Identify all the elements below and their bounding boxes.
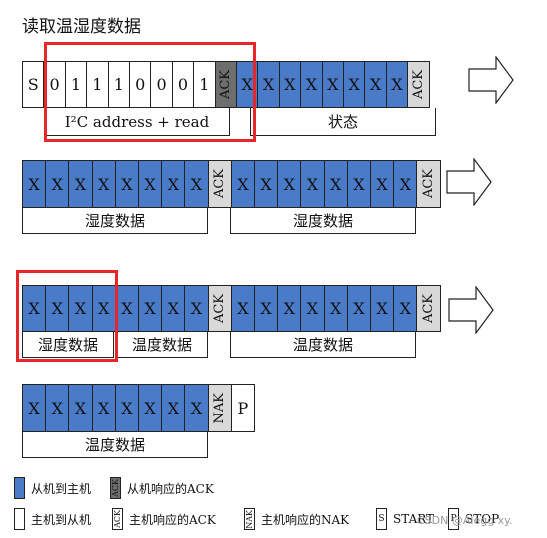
legend-slave-ack: ACK 从机响应的ACK [110,477,214,499]
data-bit-cell: X [364,61,387,108]
master-ack-cell: ACK [416,285,441,332]
master-nak-cell: NAK [207,384,232,432]
label-temperature-b: 温度数据 [230,332,416,358]
arrow-right-icon [448,286,494,334]
data-bit-cell: X [277,160,302,208]
data-bit-cell: X [138,285,163,332]
legend-swatch-stop: P [448,508,459,530]
page-title: 读取温湿度数据 [22,17,141,37]
data-bit-cell: X [22,384,47,432]
data-bit-cell: X [321,61,344,108]
data-bit-cell: X [230,160,255,208]
data-bit-cell: X [161,384,186,432]
legend-slave-to-master: 从机到主机 [14,477,91,499]
legend-master-nak: NAK 主机响应的NAK [244,508,350,530]
legend-swatch-master-nak: NAK [244,508,255,530]
data-bit-cell: X [370,285,395,332]
label-temperature-c: 温度数据 [22,432,208,458]
legend-master-ack: ACK 主机响应的ACK [112,508,216,530]
data-bit-cell: X [138,160,163,208]
data-bit-cell: X [230,285,255,332]
master-ack-cell: ACK [207,285,232,332]
data-bit-cell: X [257,61,280,108]
legend-swatch-master-ack: ACK [112,508,123,530]
start-bit-cell: S [22,61,45,108]
data-bit-cell: X [323,285,348,332]
legend-swatch-blue [14,477,25,499]
data-bit-cell: X [161,285,186,332]
data-bit-cell: X [346,285,371,332]
label-temperature-a: 温度数据 [116,332,208,358]
data-bit-cell: X [45,160,70,208]
legend-swatch-slave-ack: ACK [110,477,121,499]
data-bit-cell: X [184,285,209,332]
label-humidity-c: 湿度数据 [22,332,114,358]
master-ack-cell: ACK [207,160,232,208]
legend-master-to-slave: 主机到从机 [14,508,91,530]
data-bit-cell: X [184,384,209,432]
data-bit-cell: X [91,160,116,208]
data-bit-cell: X [370,160,395,208]
arrow-right-icon [468,56,514,104]
watermark: CSDN @Alegg xy. [417,514,513,527]
data-bit-cell: X [68,384,93,432]
legend-stop: P STOP [448,508,499,530]
data-bit-cell: X [278,61,302,108]
data-bit-cell: X [161,160,186,208]
data-bit-cell: X [393,285,418,332]
data-bit-cell: X [114,285,139,332]
highlight-humidity-box [16,270,118,362]
data-bit-cell: X [114,160,139,208]
data-bit-cell: X [184,160,209,208]
label-i2c-address: I²C address + read [44,108,230,136]
legend-start: S START [376,508,434,530]
highlight-address-box [44,42,256,142]
data-bit-cell: X [300,61,323,108]
data-bit-cell: X [68,160,93,208]
data-bit-cell: X [114,384,139,432]
data-bit-cell: X [323,160,348,208]
data-bit-cell: X [45,384,70,432]
master-ack-cell: ACK [407,61,430,108]
arrow-right-icon [446,158,492,206]
label-humidity-a: 湿度数据 [22,208,208,234]
data-bit-cell: X [277,285,302,332]
data-bit-cell: X [393,160,418,208]
data-bit-cell: X [385,61,409,108]
data-bit-cell: X [138,384,163,432]
data-bit-cell: X [254,160,279,208]
legend-swatch-start: S [376,508,387,530]
data-bit-cell: X [254,285,279,332]
data-bit-cell: X [91,384,116,432]
master-ack-cell: ACK [416,160,441,208]
stop-bit-cell: P [230,384,255,432]
data-bit-cell: X [343,61,366,108]
data-bit-cell: X [300,160,325,208]
label-humidity-b: 湿度数据 [230,208,416,234]
data-bit-cell: X [22,285,47,332]
data-bit-cell: X [346,160,371,208]
label-status: 状态 [250,108,436,136]
data-bit-cell: X [22,160,47,208]
data-bit-cell: X [300,285,325,332]
legend-swatch-white [14,508,25,530]
